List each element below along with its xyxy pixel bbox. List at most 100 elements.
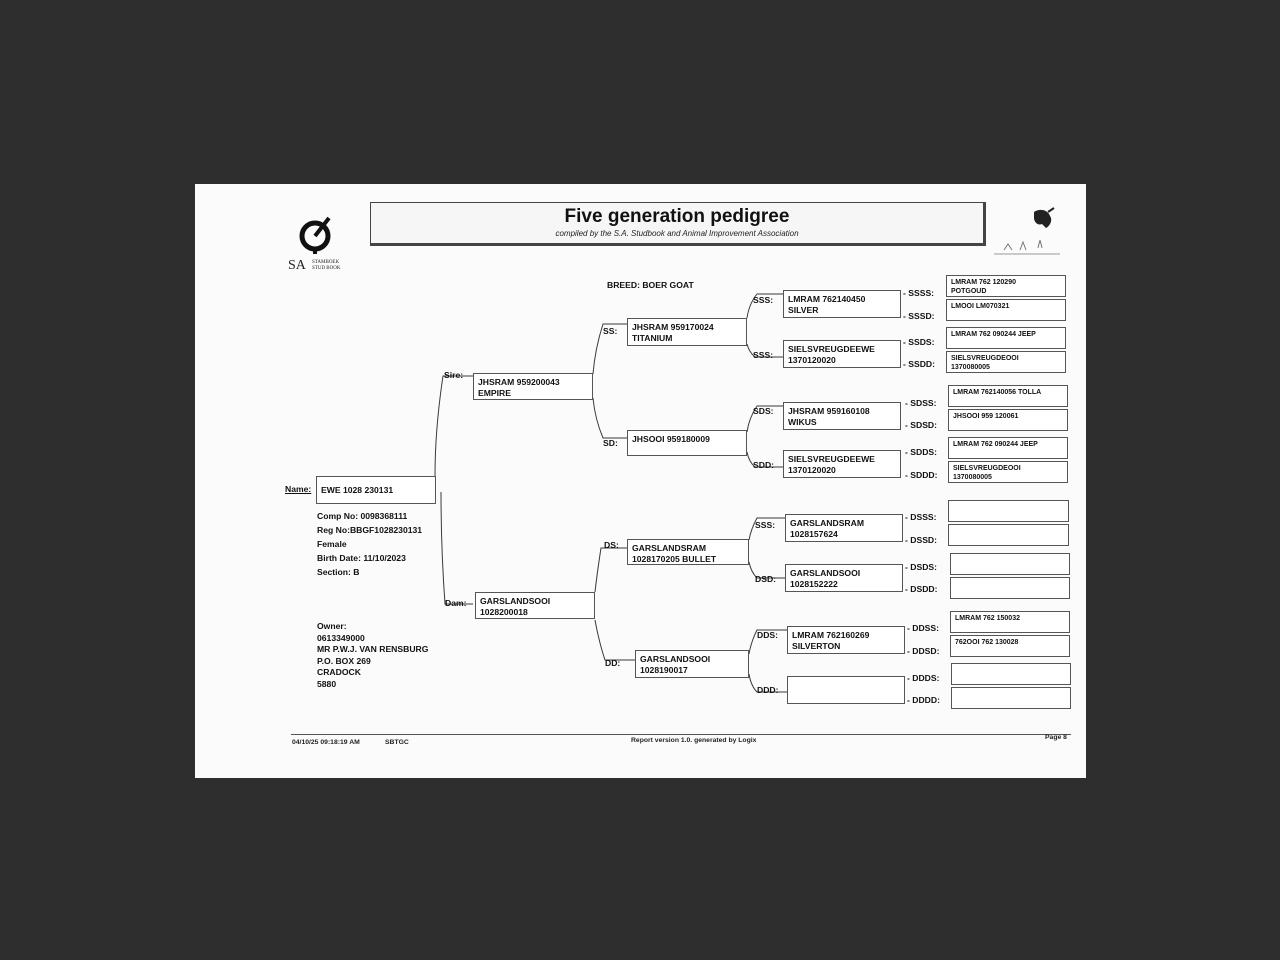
ssd-box: SIELSVREUGDEEWE 1370120020 bbox=[783, 340, 901, 368]
sdd-line1: SIELSVREUGDEEWE bbox=[788, 454, 875, 464]
sddd-box: SIELSVREUGDEOOI 1370080005 bbox=[948, 461, 1068, 483]
sssd-box: LMOOI LM070321 bbox=[946, 299, 1066, 321]
sire-line2: EMPIRE bbox=[478, 388, 511, 398]
dam-box: GARSLANDSOOI 1028200018 bbox=[475, 592, 595, 619]
ssss-line1: LMRAM 762 120290 bbox=[951, 279, 1016, 286]
logo-stamboek-text: STAMBOEK bbox=[312, 260, 340, 265]
birth-date: Birth Date: 11/10/2023 bbox=[317, 553, 406, 563]
animal-info: Comp No: 0098368111 Reg No:BBGF102823013… bbox=[317, 509, 422, 579]
ddsd-line1: 762OOI 762 130028 bbox=[955, 639, 1019, 646]
sss-box: LMRAM 762140450 SILVER bbox=[783, 290, 901, 318]
ddss-box: LMRAM 762 150032 bbox=[950, 611, 1070, 633]
sdd-label: SDD: bbox=[753, 460, 775, 470]
sds-label: SDS: bbox=[753, 406, 774, 416]
ss-line2: TITANIUM bbox=[632, 333, 673, 343]
sdss-box: LMRAM 762140056 TOLLA bbox=[948, 385, 1068, 407]
footer-report: Report version 1.0. generated by Logix bbox=[631, 737, 757, 744]
sd-label: SD: bbox=[603, 438, 618, 448]
owner-address2: CRADOCK bbox=[317, 667, 361, 677]
ddd-label: DDD: bbox=[757, 685, 779, 695]
sds-line1: JHSRAM 959160108 bbox=[788, 406, 870, 416]
owner-postcode: 5880 bbox=[317, 678, 337, 689]
dsdd-box bbox=[950, 577, 1070, 599]
dam-label: Dam: bbox=[445, 598, 467, 608]
dssd-label: - DSSD: bbox=[905, 535, 937, 545]
pedigree-connectors bbox=[434, 293, 787, 693]
sdsd-line1: JHSOOI 959 120061 bbox=[953, 413, 1019, 420]
section: Section: B bbox=[317, 567, 360, 577]
dsd-line1: GARSLANDSOOI bbox=[790, 568, 861, 578]
footer-code: SBTGC bbox=[385, 739, 409, 746]
title-box: Five generation pedigree compiled by the… bbox=[370, 202, 986, 246]
dds-label: DDS: bbox=[757, 630, 779, 640]
logo-text: SA bbox=[288, 258, 306, 274]
sire-line1: JHSRAM 959200043 bbox=[478, 377, 560, 387]
dsss-box bbox=[948, 500, 1069, 522]
ssdd-line1: SIELSVREUGDEOOI bbox=[951, 355, 1019, 362]
sdsd-label: - SDSD: bbox=[905, 420, 937, 430]
page-subtitle: compiled by the S.A. Studbook and Animal… bbox=[555, 229, 799, 238]
sdd-line2: 1370120020 bbox=[788, 465, 836, 475]
dds-box: LMRAM 762160269 SILVERTON bbox=[787, 626, 905, 654]
ss-line1: JHSRAM 959170024 bbox=[632, 322, 714, 332]
sdsd-box: JHSOOI 959 120061 bbox=[948, 409, 1068, 431]
ddss-label: - DDSS: bbox=[907, 623, 939, 633]
owner-label: Owner: bbox=[317, 621, 347, 631]
dds-line1: LMRAM 762160269 bbox=[792, 630, 870, 640]
ssd-line2: 1370120020 bbox=[788, 355, 836, 365]
sdds-label: - SDDS: bbox=[905, 447, 937, 457]
dddd-box bbox=[951, 687, 1071, 709]
owner-address1: P.O. BOX 269 bbox=[317, 655, 371, 666]
sddd-line2: 1370080005 bbox=[953, 474, 992, 481]
footer-page: Page 8 bbox=[1045, 734, 1067, 741]
dam-line2: 1028200018 bbox=[480, 607, 528, 617]
ds-box: GARSLANDSRAM 1028170205 BULLET bbox=[627, 539, 749, 565]
dd-box: GARSLANDSOOI 1028190017 bbox=[635, 650, 749, 678]
sdds-box: LMRAM 762 090244 JEEP bbox=[948, 437, 1068, 459]
dss-line1: GARSLANDSRAM bbox=[790, 518, 864, 528]
breed-label: BREED: BOER GOAT bbox=[607, 280, 694, 290]
dsss-label: - DSSS: bbox=[905, 512, 937, 522]
reg-no: Reg No:BBGF1028230131 bbox=[317, 525, 423, 535]
dss-label: SSS: bbox=[755, 520, 776, 530]
ds-label: DS: bbox=[604, 540, 619, 550]
ddsd-box: 762OOI 762 130028 bbox=[950, 635, 1070, 657]
ddsd-label: - DDSD: bbox=[907, 646, 940, 656]
comp-no: Comp No: 0098368111 bbox=[317, 511, 408, 521]
dds-line2: SILVERTON bbox=[792, 641, 841, 651]
owner-name: MR P.W.J. VAN RENSBURG bbox=[317, 644, 429, 654]
ssd-label: SSS: bbox=[753, 350, 774, 360]
dam-line1: GARSLANDSOOI bbox=[480, 596, 551, 606]
dsd-box: GARSLANDSOOI 1028152222 bbox=[785, 564, 903, 592]
sddd-line1: SIELSVREUGDEOOI bbox=[953, 465, 1021, 472]
owner-phone: 0613349000 bbox=[317, 632, 365, 643]
ssdd-box: SIELSVREUGDEOOI 1370080005 bbox=[946, 351, 1066, 373]
page-title: Five generation pedigree bbox=[564, 206, 790, 227]
ssd-line1: SIELSVREUGDEEWE bbox=[788, 344, 875, 354]
sire-label: Sire: bbox=[444, 370, 464, 380]
dd-label: DD: bbox=[605, 658, 621, 668]
ssss-box: LMRAM 762 120290 POTGOUD bbox=[946, 275, 1066, 297]
ssdd-line2: 1370080005 bbox=[951, 364, 990, 371]
goat-emblem-icon bbox=[994, 207, 1060, 255]
ss-label: SS: bbox=[603, 326, 618, 336]
ssss-label: - SSSS: bbox=[903, 288, 935, 298]
sd-box: JHSOOI 959180009 bbox=[627, 430, 747, 456]
sd-line1: JHSOOI 959180009 bbox=[632, 434, 710, 444]
footer-datetime: 04/10/25 09:18:19 AM bbox=[292, 739, 360, 746]
sex: Female bbox=[317, 539, 347, 549]
sds-box: JHSRAM 959160108 WIKUS bbox=[783, 402, 901, 430]
dsd-label: DSD: bbox=[755, 574, 777, 584]
sds-line2: WIKUS bbox=[788, 417, 817, 427]
sdds-line1: LMRAM 762 090244 JEEP bbox=[953, 441, 1038, 448]
sssd-line1: LMOOI LM070321 bbox=[951, 303, 1010, 310]
subject-name: EWE 1028 230131 bbox=[321, 485, 394, 495]
name-label: Name: bbox=[285, 484, 312, 494]
sss-line2: SILVER bbox=[788, 305, 819, 315]
pedigree-document: SA STAMBOEK STUD BOOK Five generation pe… bbox=[195, 184, 1086, 778]
sdss-label: - SDSS: bbox=[905, 398, 937, 408]
dssd-box bbox=[948, 524, 1069, 546]
ssds-box: LMRAM 762 090244 JEEP bbox=[946, 327, 1066, 349]
dsdd-label: - DSDD: bbox=[905, 584, 938, 594]
ddds-box bbox=[951, 663, 1071, 685]
